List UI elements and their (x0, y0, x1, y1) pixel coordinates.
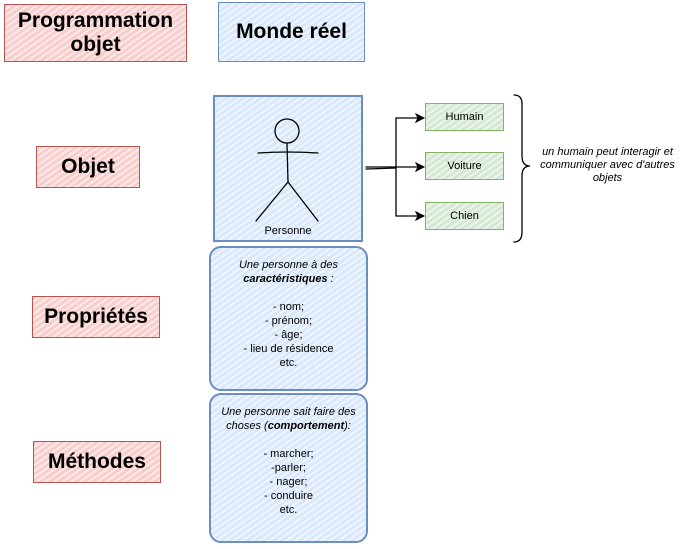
interaction-note-text: un humain peut interagir et communiquer … (540, 146, 675, 184)
methods-list: - marcher; -parler; - nager; - conduire … (211, 447, 366, 517)
header-monde-label: Monde réel (236, 19, 347, 43)
list-item: - lieu de résidence (243, 343, 334, 355)
properties-list: - nom; - prénom; - âge; - lieu de réside… (211, 300, 366, 370)
methods-intro-suffix: ): (344, 420, 351, 432)
row-methodes: Méthodes (33, 441, 161, 483)
interaction-chien-label: Chien (450, 210, 479, 222)
header-programmation-label: Programmation objet (17, 8, 174, 56)
properties-box: Une personne à des caractéristiques : - … (209, 246, 368, 391)
list-item: - âge; (274, 329, 303, 341)
list-item: - conduire (264, 490, 313, 502)
list-item: etc. (279, 504, 298, 516)
list-item: - prénom; (264, 315, 313, 327)
methods-intro: Une personne sait faire des choses (comp… (211, 405, 366, 433)
row-proprietes-label: Propriétés (44, 304, 148, 328)
person-label: Personne (264, 225, 312, 237)
properties-intro: Une personne à des caractéristiques : (211, 258, 366, 286)
interaction-voiture: Voiture (425, 152, 504, 180)
properties-intro-prefix: Une personne à des (238, 259, 339, 271)
properties-intro-suffix: : (327, 273, 334, 285)
list-item: - marcher; (263, 448, 314, 460)
interaction-chien: Chien (425, 202, 504, 230)
row-methodes-label: Méthodes (47, 449, 146, 473)
interaction-humain-label: Humain (445, 111, 484, 123)
person-box: Personne (213, 95, 363, 242)
stick-figure-icon (255, 118, 319, 222)
header-monde-reel: Monde réel (218, 2, 365, 62)
list-item: - nom; (272, 301, 305, 313)
interaction-note: un humain peut interagir et communiquer … (530, 146, 685, 185)
row-proprietes: Propriétés (32, 296, 160, 338)
properties-intro-bold: caractéristiques (243, 273, 328, 285)
list-item: etc. (279, 357, 298, 369)
row-objet: Objet (36, 146, 140, 188)
list-item: - nager; (269, 476, 308, 488)
methods-box: Une personne sait faire des choses (comp… (209, 393, 368, 543)
interaction-voiture-label: Voiture (447, 160, 482, 172)
header-programmation-objet: Programmation objet (4, 4, 187, 62)
row-objet-label: Objet (61, 154, 115, 178)
methods-intro-bold: comportement (267, 420, 345, 432)
methods-intro-prefix: Une personne sait faire des choses ( (221, 406, 356, 432)
interaction-humain: Humain (425, 103, 504, 131)
list-item: -parler; (271, 462, 306, 474)
